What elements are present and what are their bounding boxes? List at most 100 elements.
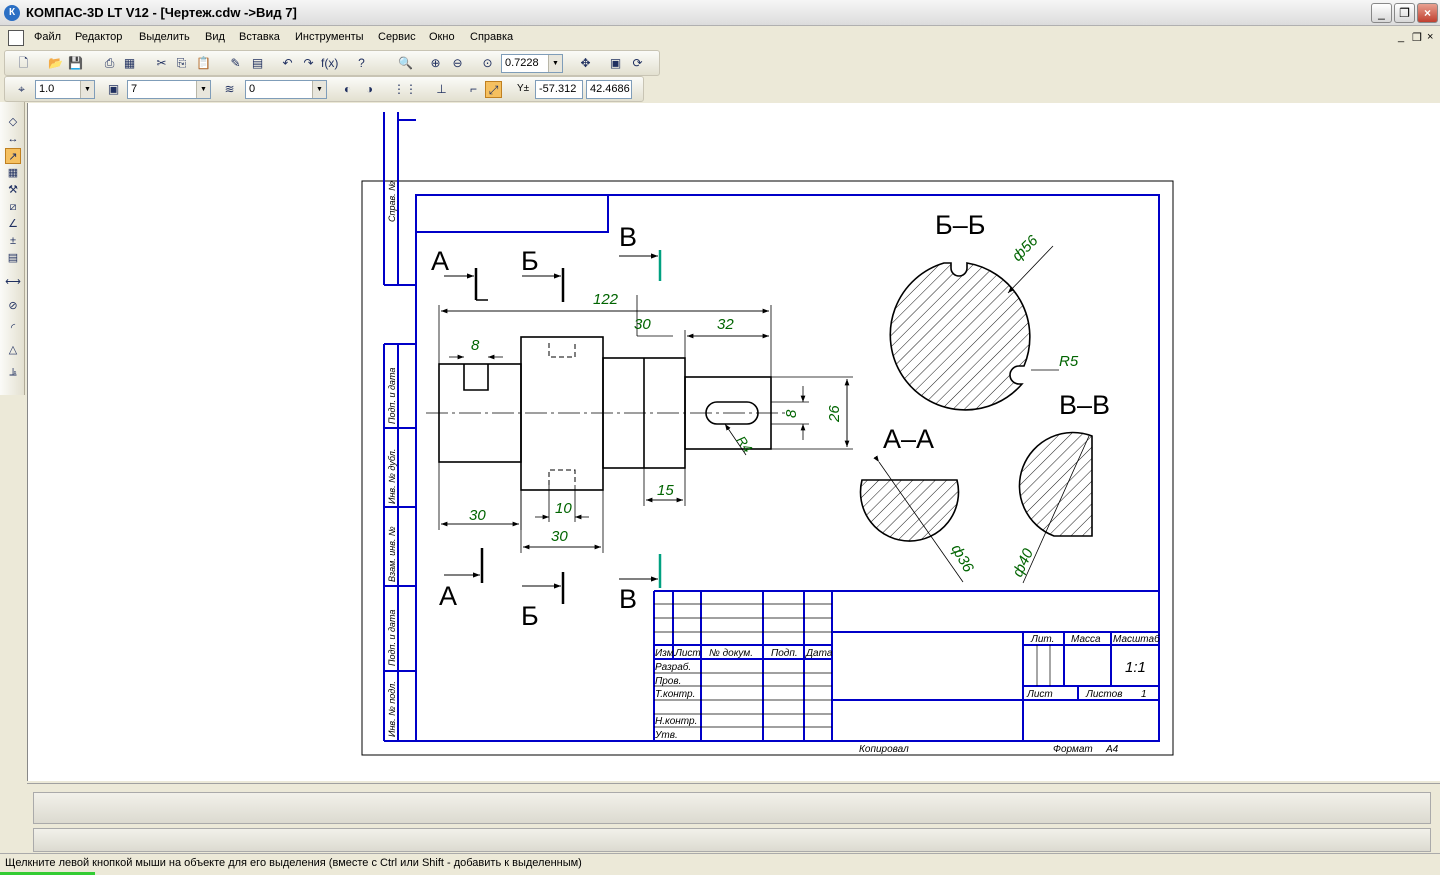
- minimize-button[interactable]: _: [1371, 3, 1392, 23]
- snap-icon[interactable]: ⌖: [18, 82, 25, 96]
- format-painter-icon[interactable]: ✎: [230, 56, 241, 70]
- pan-icon[interactable]: ✥: [580, 56, 591, 70]
- document-icon[interactable]: [8, 30, 24, 46]
- zoom-scale-icon[interactable]: ⊙: [482, 56, 493, 70]
- menu-service[interactable]: Сервис: [378, 31, 416, 43]
- copy-icon[interactable]: ⎘: [176, 56, 187, 70]
- section-label-b-bottom[interactable]: Б: [521, 601, 539, 631]
- menu-insert[interactable]: Вставка: [239, 31, 280, 43]
- angle-icon[interactable]: ∠: [8, 218, 18, 230]
- geometry-icon[interactable]: ◇: [8, 116, 18, 128]
- measure-icon[interactable]: ⧄: [9, 201, 17, 213]
- dimensions-icon[interactable]: ↔: [7, 133, 19, 145]
- dim-10[interactable]: 10: [555, 500, 572, 517]
- round-coords-icon[interactable]: ⤢: [485, 81, 502, 98]
- menu-file[interactable]: Файл: [34, 31, 62, 43]
- mdi-close-icon[interactable]: ×: [1427, 31, 1434, 43]
- layers-icon[interactable]: ≋: [224, 82, 235, 96]
- section-aa[interactable]: [859, 479, 960, 542]
- magnet-off-icon[interactable]: ◑: [365, 82, 374, 96]
- zoom-out-icon[interactable]: ⊖: [452, 56, 463, 70]
- dim-26[interactable]: 26: [826, 405, 843, 423]
- open-folder-icon[interactable]: 📂: [48, 56, 63, 70]
- section-label-v-bottom[interactable]: В: [619, 584, 637, 614]
- angle-dim-icon[interactable]: △: [8, 344, 18, 356]
- spec-icon[interactable]: ±: [9, 235, 17, 247]
- grid-icon[interactable]: ⋮⋮: [393, 82, 417, 96]
- edit-icon[interactable]: ▦: [7, 167, 19, 179]
- style-combo[interactable]: 0▼: [245, 80, 327, 99]
- section-title-vv[interactable]: В–В: [1059, 390, 1110, 420]
- paste-icon[interactable]: 📋: [196, 56, 211, 70]
- zoom-frame-icon[interactable]: 🔍: [398, 56, 413, 70]
- dim-15[interactable]: 15: [657, 482, 674, 499]
- close-button[interactable]: ×: [1417, 3, 1438, 23]
- view-state-icon[interactable]: ▣: [107, 82, 120, 96]
- linear-dim-icon[interactable]: ⟷: [5, 276, 21, 288]
- help-pointer-icon[interactable]: ?: [358, 56, 365, 70]
- drawing-canvas[interactable]: Справ. № Подп. и дата Инв. № дубл. Взам.…: [27, 103, 1440, 781]
- redraw-icon[interactable]: ▣: [609, 56, 622, 70]
- diameter-dim-icon[interactable]: ⊘: [8, 300, 18, 312]
- mdi-restore-icon[interactable]: ❐: [1412, 32, 1422, 44]
- chevron-down-icon[interactable]: ▼: [312, 81, 326, 98]
- reports-icon[interactable]: ▤: [7, 252, 19, 264]
- layer-combo[interactable]: 7▼: [127, 80, 211, 99]
- chevron-down-icon[interactable]: ▼: [196, 81, 210, 98]
- redo-icon[interactable]: ↷: [303, 56, 314, 70]
- properties-icon[interactable]: ▦: [123, 56, 136, 70]
- dim-r5[interactable]: R5: [1059, 353, 1079, 370]
- chevron-down-icon[interactable]: ▼: [80, 81, 94, 98]
- restore-button[interactable]: ❐: [1394, 3, 1415, 23]
- dim-30-bottom[interactable]: 30: [551, 528, 568, 545]
- coord-x-field[interactable]: -57.312: [535, 80, 583, 99]
- dim-8-top[interactable]: 8: [471, 337, 480, 354]
- select-icon[interactable]: ↗: [5, 148, 21, 164]
- new-document-icon[interactable]: 🗋: [18, 56, 29, 70]
- coord-y-field[interactable]: 42.4686: [586, 80, 632, 99]
- magnet-snap-icon[interactable]: ◐: [343, 82, 352, 96]
- menu-tools[interactable]: Инструменты: [295, 31, 364, 43]
- dim-30-left[interactable]: 30: [469, 507, 486, 524]
- section-vv[interactable]: [1018, 431, 1093, 537]
- section-label-v-top[interactable]: В: [619, 222, 637, 252]
- properties-panel-footer[interactable]: [33, 828, 1431, 852]
- dim-32[interactable]: 32: [717, 316, 734, 333]
- menu-help[interactable]: Справка: [470, 31, 514, 43]
- variables-icon[interactable]: f(x): [321, 56, 339, 70]
- tb-scale-value[interactable]: 1:1: [1125, 659, 1146, 676]
- zoom-combo[interactable]: 0.7228▼: [501, 54, 563, 73]
- menu-editor[interactable]: Редактор: [75, 31, 123, 43]
- undo-icon[interactable]: ↶: [282, 56, 293, 70]
- line-scale-combo[interactable]: 1.0▼: [35, 80, 95, 99]
- baseline-dim-icon[interactable]: ⫡: [9, 366, 17, 378]
- refresh-icon[interactable]: ⟳: [632, 56, 643, 70]
- menu-window[interactable]: Окно: [429, 31, 455, 43]
- local-cs-icon[interactable]: ⊥: [436, 82, 447, 96]
- cut-icon[interactable]: ✂: [156, 56, 167, 70]
- dim-30-top[interactable]: 30: [634, 316, 651, 333]
- radius-dim-icon[interactable]: ◜: [10, 322, 16, 334]
- section-label-a-bottom[interactable]: А: [439, 581, 457, 611]
- save-icon[interactable]: 💾: [68, 56, 83, 70]
- dim-8-right[interactable]: 8: [783, 409, 800, 418]
- section-title-bb[interactable]: Б–Б: [935, 210, 985, 240]
- chevron-down-icon[interactable]: ▼: [548, 55, 562, 72]
- print-preview-icon[interactable]: ⎙: [104, 56, 115, 70]
- zoom-in-icon[interactable]: ⊕: [430, 56, 441, 70]
- section-bb[interactable]: [889, 262, 1031, 411]
- mdi-minimize-icon[interactable]: _: [1398, 31, 1405, 43]
- style-value: 0: [249, 83, 256, 95]
- ortho-icon[interactable]: ⌐: [469, 82, 477, 96]
- coord-y-value: 42.4686: [590, 83, 630, 95]
- menu-select[interactable]: Выделить: [139, 31, 190, 43]
- param-icon[interactable]: ⚒: [8, 184, 18, 196]
- section-label-a-top[interactable]: А: [431, 246, 449, 276]
- properties-panel-body[interactable]: [33, 792, 1431, 824]
- manager-icon[interactable]: ▤: [251, 56, 264, 70]
- drawing-sheet[interactable]: Справ. № Подп. и дата Инв. № дубл. Взам.…: [28, 103, 1440, 781]
- dim-122[interactable]: 122: [593, 291, 619, 308]
- section-title-aa[interactable]: А–А: [883, 424, 934, 454]
- menu-view[interactable]: Вид: [205, 31, 225, 43]
- section-label-b-top[interactable]: Б: [521, 246, 539, 276]
